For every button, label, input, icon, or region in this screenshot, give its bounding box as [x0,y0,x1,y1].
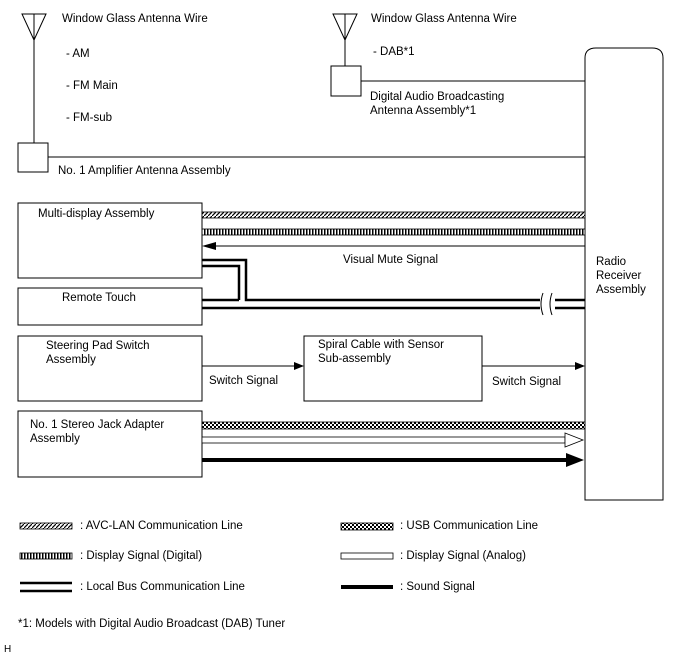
corner-mark: H [4,644,12,655]
dab-antenna-label-line2: Antenna Assembly*1 [370,105,477,117]
band-am: - AM [66,48,90,60]
steering-pad-label-line1: Steering Pad Switch [46,340,150,352]
dab-antenna-box [330,65,362,97]
amplifier-antenna-label: No. 1 Amplifier Antenna Assembly [58,165,231,177]
legend-display-analog-label: : Display Signal (Analog) [400,550,526,562]
receiver-label-line2: Receiver [596,270,642,282]
visual-mute-arrow [202,242,585,250]
usb-line [201,421,586,430]
dab-antenna-label-line1: Digital Audio Broadcasting [370,91,505,103]
stereo-jack-label-line1: No. 1 Stereo Jack Adapter [30,419,165,431]
switch-signal-arrow-1 [202,362,304,370]
legend-usb-symbol [340,522,394,531]
switch-signal-label-1: Switch Signal [209,375,279,387]
band-fm-sub: - FM-sub [66,112,112,124]
band-fm-main: - FM Main [66,80,118,92]
steering-pad-box [17,335,203,402]
legend-avc-lan-label: : AVC-LAN Communication Line [80,520,243,532]
footnote: *1: Models with Digital Audio Broadcast … [18,618,286,630]
display-analog-arrow [201,432,585,448]
stereo-jack-label-line2: Assembly [30,433,80,445]
radio-receiver-box [584,47,664,501]
line-break-mark [540,292,553,316]
spiral-cable-box [303,335,483,402]
amplifier-antenna-box [17,142,49,173]
legend-display-digital-label: : Display Signal (Digital) [80,550,203,562]
antenna-right-title: Window Glass Antenna Wire [371,13,517,25]
legend-display-analog-symbol [340,552,394,560]
sound-signal-arrow [202,453,584,467]
remote-touch-label: Remote Touch [62,292,136,304]
legend-local-bus-symbol [20,581,72,593]
legend-display-digital-symbol [19,552,73,560]
legend-sound-label: : Sound Signal [400,581,475,593]
remote-touch-box [17,287,203,326]
receiver-label-line1: Radio [596,256,627,268]
receiver-label-line3: Assembly [596,284,646,296]
legend-local-bus-label: : Local Bus Communication Line [80,581,245,593]
local-bus-line [202,258,585,310]
band-dab: - DAB*1 [373,46,415,58]
steering-pad-label-line2: Assembly [46,354,96,366]
antenna-right-icon [332,13,358,66]
display-digital-line [201,228,586,236]
antenna-left-icon [21,13,47,143]
antenna-left-title: Window Glass Antenna Wire [62,13,208,25]
spiral-cable-label-line1: Spiral Cable with Sensor [318,339,444,351]
switch-signal-arrow-2 [482,362,585,370]
spiral-cable-label-line2: Sub-assembly [318,353,391,365]
legend-usb-label: : USB Communication Line [400,520,539,532]
legend-avc-lan-symbol [19,522,73,530]
switch-signal-label-2: Switch Signal [492,376,562,388]
multi-display-box [17,202,203,279]
visual-mute-label: Visual Mute Signal [343,254,439,266]
avc-lan-line-multi-display [201,211,586,219]
multi-display-label: Multi-display Assembly [38,208,155,220]
stereo-jack-box [17,410,203,478]
